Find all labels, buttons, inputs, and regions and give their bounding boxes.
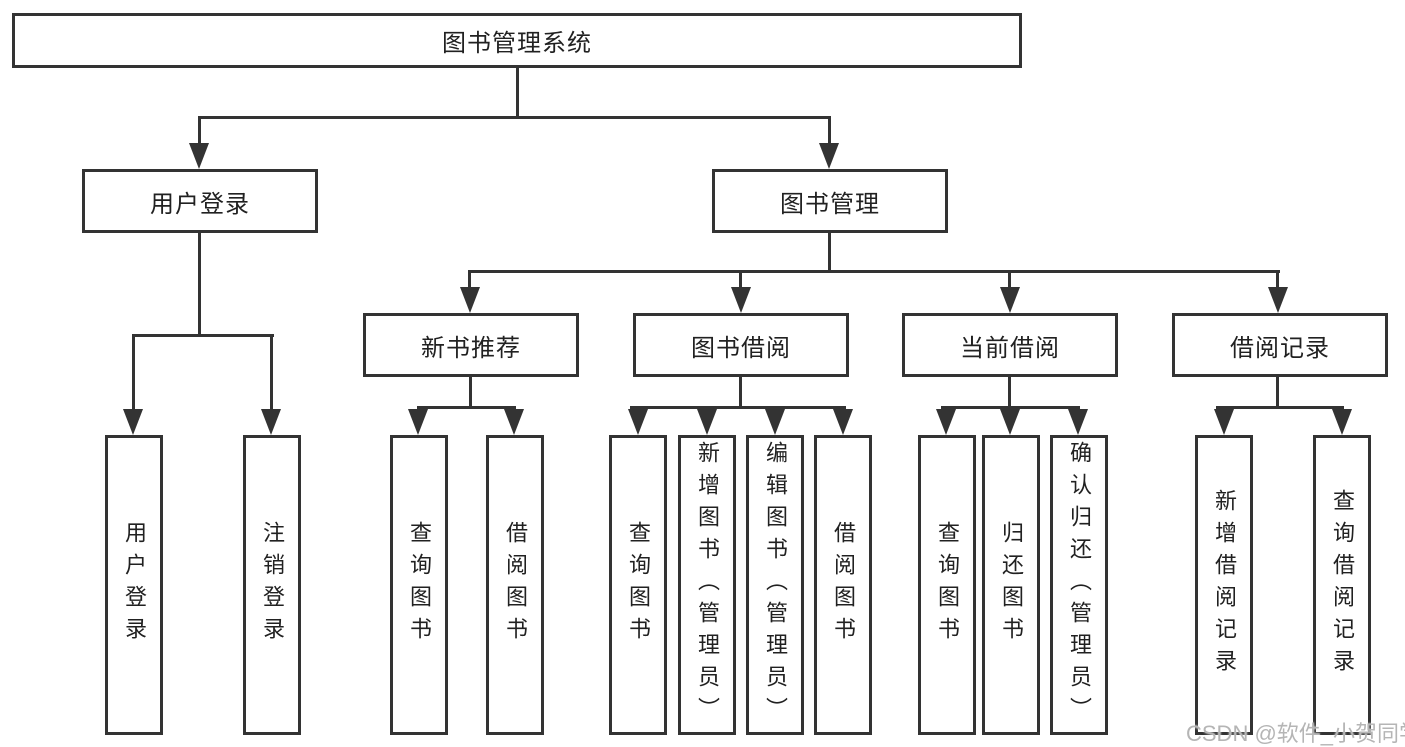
connector-root-stem	[516, 68, 519, 119]
node-leaf-bb-query-books: 查询图书	[609, 435, 667, 735]
node-leaf-cb-confirm-return-admin: 确认归还（管理员）	[1050, 435, 1108, 735]
arrow-down-icon	[765, 409, 785, 435]
node-book-borrowing: 图书借阅	[633, 313, 849, 377]
node-leaf-cb-confirm-return-admin-label: 确认归还（管理员）	[1067, 441, 1092, 729]
connector-bb-stem	[739, 377, 742, 409]
arrow-down-icon	[1332, 409, 1352, 435]
arrow-down-icon	[460, 287, 480, 313]
node-leaf-nb-borrow-books-label: 借阅图书	[503, 521, 528, 649]
arrow-down-icon	[1214, 409, 1234, 435]
node-leaf-br-add-record-label: 新增借阅记录	[1212, 489, 1237, 681]
node-user-login-group-label: 用户登录	[150, 190, 250, 218]
connector-br-stem	[1276, 377, 1279, 409]
arrow-down-icon	[819, 143, 839, 169]
node-book-borrowing-label: 图书借阅	[691, 334, 791, 362]
arrow-down-icon	[261, 409, 281, 435]
csdn-watermark: CSDN @软件_小贺同学	[1186, 721, 1405, 746]
connector-nb-stem	[469, 377, 472, 409]
connector-drop-book-borrow	[739, 270, 742, 290]
node-leaf-br-add-record: 新增借阅记录	[1195, 435, 1253, 735]
node-leaf-user-login-label: 用户登录	[122, 521, 147, 649]
node-leaf-br-query-record: 查询借阅记录	[1313, 435, 1371, 735]
node-leaf-cb-return-books-label: 归还图书	[999, 521, 1024, 649]
node-current-borrowing: 当前借阅	[902, 313, 1118, 377]
connector-drop-borrow-records	[1276, 270, 1279, 290]
node-leaf-bb-edit-books-admin: 编辑图书（管理员）	[746, 435, 804, 735]
node-leaf-bb-query-books-label: 查询图书	[626, 521, 651, 649]
connector-user-login-stem	[198, 233, 201, 336]
node-leaf-bb-add-books-admin-label: 新增图书（管理员）	[695, 441, 720, 729]
node-new-book-recommend-label: 新书推荐	[421, 334, 521, 362]
connector-br-split	[1216, 406, 1344, 409]
node-borrowing-records-label: 借阅记录	[1230, 334, 1330, 362]
arrow-down-icon	[833, 409, 853, 435]
arrow-down-icon	[1000, 409, 1020, 435]
node-leaf-bb-edit-books-admin-label: 编辑图书（管理员）	[763, 441, 788, 729]
node-leaf-user-login: 用户登录	[105, 435, 163, 735]
arrow-down-icon	[697, 409, 717, 435]
arrow-down-icon	[189, 143, 209, 169]
connector-book-mgmt-stem	[828, 233, 831, 273]
node-leaf-cb-query-books: 查询图书	[918, 435, 976, 735]
node-library-management-system-label: 图书管理系统	[442, 30, 592, 57]
arrow-down-icon	[731, 287, 751, 313]
arrow-down-icon	[504, 409, 524, 435]
node-leaf-logout: 注销登录	[243, 435, 301, 735]
node-leaf-br-query-record-label: 查询借阅记录	[1330, 489, 1355, 681]
node-current-borrowing-label: 当前借阅	[960, 334, 1060, 362]
node-book-management-label: 图书管理	[780, 190, 880, 218]
connector-bb-split	[630, 406, 846, 409]
node-leaf-nb-query-books: 查询图书	[390, 435, 448, 735]
connector-cb-stem	[1008, 377, 1011, 409]
connector-drop-leaf-user-login	[132, 334, 135, 412]
arrow-down-icon	[408, 409, 428, 435]
node-new-book-recommend: 新书推荐	[363, 313, 579, 377]
arrow-down-icon	[628, 409, 648, 435]
node-leaf-bb-borrow-books-label: 借阅图书	[831, 521, 856, 649]
node-library-management-system: 图书管理系统	[12, 13, 1022, 68]
connector-book-mgmt-split	[469, 270, 1280, 273]
arrow-down-icon	[1000, 287, 1020, 313]
arrow-down-icon	[123, 409, 143, 435]
connector-drop-current-borrow	[1008, 270, 1011, 290]
node-leaf-bb-borrow-books: 借阅图书	[814, 435, 872, 735]
node-leaf-nb-query-books-label: 查询图书	[407, 521, 432, 649]
node-leaf-cb-query-books-label: 查询图书	[935, 521, 960, 649]
node-leaf-logout-label: 注销登录	[260, 521, 285, 649]
connector-nb-split	[417, 406, 516, 409]
node-borrowing-records: 借阅记录	[1172, 313, 1388, 377]
node-user-login-group: 用户登录	[82, 169, 318, 233]
connector-user-login-split	[132, 334, 274, 337]
node-leaf-cb-return-books: 归还图书	[982, 435, 1040, 735]
connector-root-split	[198, 116, 831, 119]
arrow-down-icon	[1268, 287, 1288, 313]
node-book-management: 图书管理	[712, 169, 948, 233]
connector-drop-leaf-logout	[270, 334, 273, 412]
node-leaf-nb-borrow-books: 借阅图书	[486, 435, 544, 735]
connector-drop-book-mgmt	[828, 116, 831, 146]
connector-cb-split	[941, 406, 1080, 409]
connector-drop-user-login	[198, 116, 201, 146]
connector-drop-new-books	[468, 270, 471, 290]
arrow-down-icon	[1068, 409, 1088, 435]
node-leaf-bb-add-books-admin: 新增图书（管理员）	[678, 435, 736, 735]
arrow-down-icon	[936, 409, 956, 435]
